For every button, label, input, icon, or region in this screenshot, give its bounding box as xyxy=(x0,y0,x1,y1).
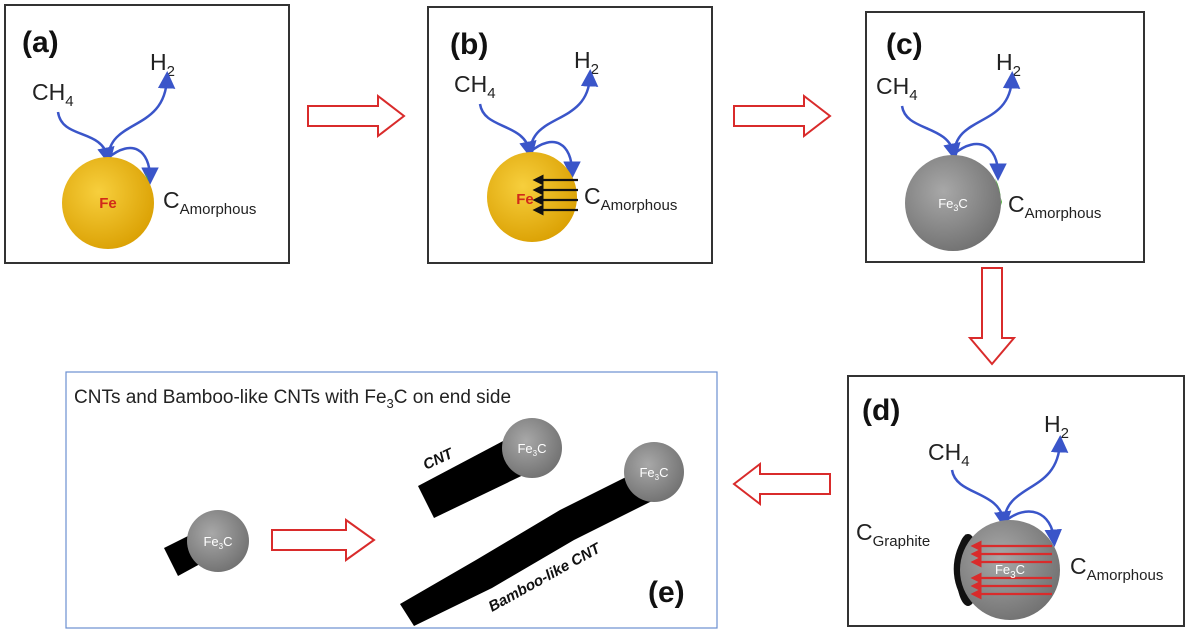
process-arrow-a-b xyxy=(307,93,406,139)
hydrogen-flow-arrow xyxy=(528,69,599,153)
fe3c-particle xyxy=(905,155,1001,251)
fe3c-particle-label: Fe3C xyxy=(938,196,968,213)
panel-e-label: (e) xyxy=(648,576,685,609)
process-arrow-b-c xyxy=(733,93,832,139)
fe3c-particle-label: Fe3C xyxy=(517,441,546,458)
panel-b-label: (b) xyxy=(450,28,488,61)
fe3c-particle xyxy=(624,442,684,502)
panel-e: CNTs and Bamboo-like CNTs with Fe3C on e… xyxy=(65,371,718,629)
fe-particle-label: Fe xyxy=(516,191,534,208)
panel-c: (c) CH4 H2 Fe3C CAmorphous xyxy=(865,11,1145,263)
panel-c-label: (c) xyxy=(886,28,923,61)
fe-particle xyxy=(62,157,154,249)
carbon-diffusion-arrows xyxy=(532,174,578,216)
hydrogen-flow-arrow xyxy=(1002,435,1069,523)
carbon-flow-arrow xyxy=(1003,510,1062,547)
carbon-flow-arrow xyxy=(529,140,581,179)
methane-flow-arrow xyxy=(56,111,115,165)
panel-d: (d) CH4 H2 Fe3C CGraphite CAmorphous xyxy=(847,375,1185,627)
graphite-carbon-label: CGraphite xyxy=(856,519,930,550)
hydrogen-flow-arrow xyxy=(952,71,1021,155)
fe3c-particle-label: Fe3C xyxy=(203,534,232,551)
fe3c-particle-label: Fe3C xyxy=(995,562,1025,581)
fe3c-particle xyxy=(187,510,249,572)
amorphous-carbon-label: CAmorphous xyxy=(163,187,256,218)
methane-label: CH4 xyxy=(928,439,970,470)
graphite-carbon-cap xyxy=(953,534,966,604)
amorphous-carbon-label: CAmorphous xyxy=(1008,191,1101,222)
methane-flow-arrow xyxy=(900,105,961,161)
panel-b: (b) CH4 H2 Fe CAmorphous xyxy=(427,6,713,264)
hydrogen-label: H2 xyxy=(1044,411,1069,442)
methane-flow-arrow xyxy=(950,469,1012,529)
panel-d-label: (d) xyxy=(862,394,900,427)
amorphous-carbon-label: CAmorphous xyxy=(584,183,677,214)
carbon-flow-arrow xyxy=(953,142,1007,181)
fe3c-particle xyxy=(502,418,562,478)
methane-label: CH4 xyxy=(32,79,74,110)
fe-particle-label: Fe xyxy=(99,195,117,212)
panel-a: (a) CH4 H2 Fe CAmorphous xyxy=(4,4,290,264)
methane-label: CH4 xyxy=(454,71,496,102)
hydrogen-flow-arrow xyxy=(106,71,176,159)
fe-particle xyxy=(487,152,577,242)
growth-arrow xyxy=(271,518,376,562)
methane-flow-arrow xyxy=(478,103,537,159)
bamboo-cnt-tube xyxy=(400,470,654,626)
panel-e-caption: CNTs and Bamboo-like CNTs with Fe3C on e… xyxy=(74,387,511,411)
panel-a-label: (a) xyxy=(22,26,59,59)
carbon-diffusion-arrows xyxy=(970,540,1052,600)
fe3c-particle-label: Fe3C xyxy=(639,465,668,482)
process-arrow-d-e xyxy=(732,461,831,507)
methane-label: CH4 xyxy=(876,73,918,104)
process-arrow-c-d xyxy=(967,267,1017,366)
amorphous-carbon-label: CAmorphous xyxy=(1070,553,1163,584)
carbon-flow-arrow xyxy=(107,146,159,185)
